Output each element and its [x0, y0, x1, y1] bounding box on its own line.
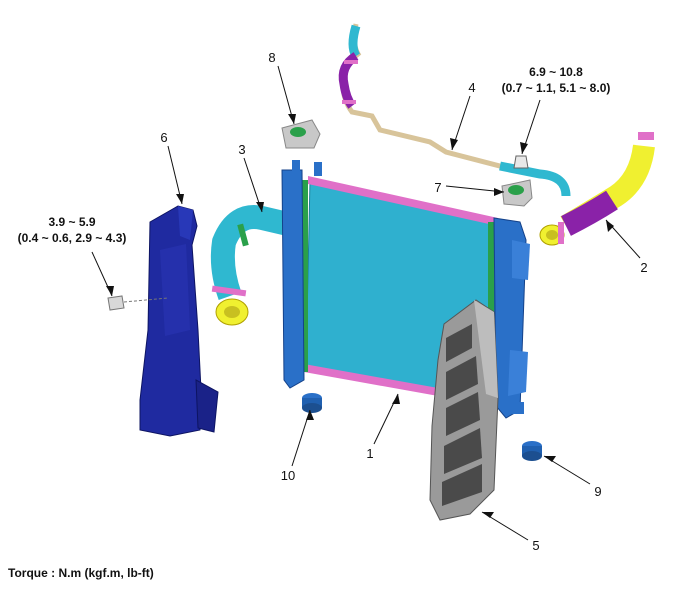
callout-4: 4	[468, 80, 475, 95]
part-4-hose	[338, 23, 571, 197]
part-10-mount	[302, 393, 322, 413]
part-9-mount	[522, 441, 542, 461]
callout-9: 9	[594, 484, 601, 499]
callout-10: 10	[281, 468, 295, 483]
callout-6: 6	[160, 130, 167, 145]
leader-arrowheads	[106, 114, 614, 518]
part-5-air-guard	[429, 299, 499, 521]
part-8-bracket	[281, 119, 321, 149]
callout-2: 2	[640, 260, 647, 275]
torque-left-line2: (0.4 ~ 0.6, 2.9 ~ 4.3)	[18, 231, 127, 245]
callout-5: 5	[532, 538, 539, 553]
part-7-bracket	[501, 179, 533, 207]
part-3-hose	[210, 205, 295, 326]
bolt-right	[513, 155, 529, 169]
part-2-hose	[539, 132, 655, 246]
torque-right-line1: 6.9 ~ 10.8	[529, 65, 583, 79]
bolt-left	[107, 295, 169, 311]
part-6-shroud	[139, 205, 219, 437]
callout-7: 7	[434, 180, 441, 195]
callout-3: 3	[238, 142, 245, 157]
torque-units-footnote: Torque : N.m (kgf.m, lb-ft)	[8, 566, 154, 580]
callout-1: 1	[366, 446, 373, 461]
torque-right-line2: (0.7 ~ 1.1, 5.1 ~ 8.0)	[502, 81, 611, 95]
callout-8: 8	[268, 50, 275, 65]
torque-left-line1: 3.9 ~ 5.9	[48, 215, 95, 229]
